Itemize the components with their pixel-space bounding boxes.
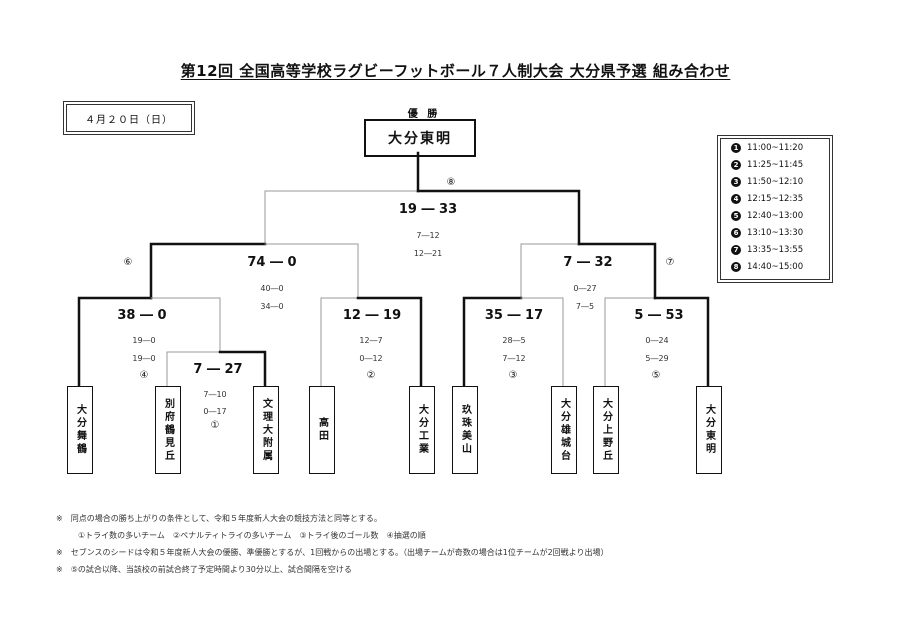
winner-box: 大分東明: [364, 119, 476, 157]
match-score: 74 ― 0: [247, 255, 297, 270]
page-title: 第12回 全国高等学校ラグビーフットボール７人制大会 大分県予選 組み合わせ: [180, 62, 731, 80]
team-box: 文理大附属: [253, 386, 279, 474]
half-score: 34―0: [260, 302, 284, 311]
match-number: ⑧: [446, 177, 456, 188]
bracket-line-semi-left-b: [264, 243, 359, 299]
note-line: ※ 同点の場合の勝ち上がりの条件として、令和５年度新人大会の競技方法と同等とする…: [56, 514, 382, 523]
half-score: 7―10: [203, 390, 227, 399]
bracket-line-qf-d-left: [604, 297, 656, 387]
match-number-badge: 5: [731, 211, 741, 221]
match-score: 19 ― 33: [398, 202, 458, 217]
match-number: ⑤: [651, 370, 661, 381]
half-score: 28―5: [502, 336, 526, 345]
winner-label: 優 勝: [407, 109, 441, 120]
match-number: ⑦: [665, 257, 675, 268]
schedule-time: 11:00~11:20: [747, 143, 804, 153]
match-score: 12 ― 19: [342, 308, 402, 323]
match-number-badge: 7: [731, 245, 741, 255]
half-score: 7―12: [502, 354, 526, 363]
match-number: ③: [508, 370, 518, 381]
match-score: 35 ― 17: [484, 308, 544, 323]
bracket-line-qf-b-right: [356, 296, 423, 388]
schedule-time: 11:25~11:45: [747, 160, 804, 170]
bracket-line-semi-left-a: [149, 242, 267, 300]
match-score: 7 ― 32: [563, 255, 613, 270]
schedule-time: 12:15~12:35: [747, 194, 804, 204]
schedule-row: 6 13:10~13:30: [731, 228, 803, 238]
team-box: 高田: [309, 386, 335, 474]
match-number-badge: 3: [731, 177, 741, 187]
schedule-row: 1 11:00~11:20: [731, 143, 803, 153]
half-score: 0―24: [645, 336, 669, 345]
schedule-box: 1 11:00~11:20 2 11:25~11:45 3 11:50~12:10 4…: [720, 138, 830, 280]
bracket-line-final-right: [416, 189, 581, 246]
schedule-row: 4 12:15~12:35: [731, 194, 803, 204]
match-number: ⑥: [123, 257, 133, 268]
match-score: 5 ― 53: [634, 308, 684, 323]
half-score: 0―17: [203, 407, 227, 416]
bracket-line-r1-right: [218, 350, 267, 388]
schedule-row: 8 14:40~15:00: [731, 262, 803, 272]
bracket-line-qf-c-right: [520, 297, 564, 387]
note-line: ※ セブンスのシードは令和５年度新人大会の優勝、準優勝とするが、1回戦からの出場…: [56, 548, 609, 557]
match-number-badge: 8: [731, 262, 741, 272]
note-line: ※ ⑤の試合以降、当該校の前試合終了予定時間より30分以上、試合間隔を空ける: [56, 565, 352, 574]
bracket-line-qf-a-left: [77, 296, 153, 388]
half-score: 12―7: [359, 336, 383, 345]
match-number: ①: [210, 420, 220, 431]
bracket-line-semi-right-b: [577, 242, 657, 300]
schedule-time: 14:40~15:00: [747, 262, 804, 272]
half-score: 19―0: [132, 354, 156, 363]
match-number-badge: 4: [731, 194, 741, 204]
match-number-badge: 6: [731, 228, 741, 238]
bracket-line-r1-left: [166, 351, 221, 387]
bracket-line-qf-a-right: [150, 297, 221, 353]
bracket-line-final-left: [264, 190, 419, 245]
team-box: 玖珠美山: [452, 386, 478, 474]
schedule-time: 11:50~12:10: [747, 177, 804, 187]
match-score: 7 ― 27: [193, 362, 243, 377]
match-number: ④: [139, 370, 149, 381]
match-number-badge: 2: [731, 160, 741, 170]
match-number-badge: 1: [731, 143, 741, 153]
team-box: 大分上野丘: [593, 386, 619, 474]
half-score: 12―21: [413, 249, 443, 258]
team-box: 大分雄城台: [551, 386, 577, 474]
half-score: 7―12: [416, 231, 440, 240]
schedule-row: 3 11:50~12:10: [731, 177, 803, 187]
bracket-line-qf-c-left: [462, 296, 523, 388]
half-score: 19―0: [132, 336, 156, 345]
match-score: 38 ― 0: [117, 308, 167, 323]
schedule-row: 2 11:25~11:45: [731, 160, 803, 170]
half-score: 5―29: [645, 354, 669, 363]
bracket-line-qf-d-right: [653, 296, 710, 388]
team-box: 大分舞鶴: [67, 386, 93, 474]
bracket-line-semi-right-a: [520, 243, 580, 299]
schedule-row: 5 12:40~13:00: [731, 211, 803, 221]
match-number: ②: [366, 370, 376, 381]
half-score: 0―12: [359, 354, 383, 363]
team-box: 大分東明: [696, 386, 722, 474]
half-score: 40―0: [260, 284, 284, 293]
note-line: ①トライ数の多いチーム ②ペナルティトライの多いチーム ③トライ後のゴール数 ④…: [78, 531, 426, 540]
half-score: 7―5: [575, 302, 595, 311]
team-box: 別府鶴見丘: [155, 386, 181, 474]
schedule-time: 13:35~13:55: [747, 245, 804, 255]
schedule-time: 13:10~13:30: [747, 228, 804, 238]
bracket-line-qf-b-left: [320, 297, 359, 387]
schedule-row: 7 13:35~13:55: [731, 245, 803, 255]
half-score: 0―27: [573, 284, 597, 293]
schedule-time: 12:40~13:00: [747, 211, 804, 221]
team-box: 大分工業: [409, 386, 435, 474]
date-box: ４月２０日（日）: [66, 104, 192, 132]
